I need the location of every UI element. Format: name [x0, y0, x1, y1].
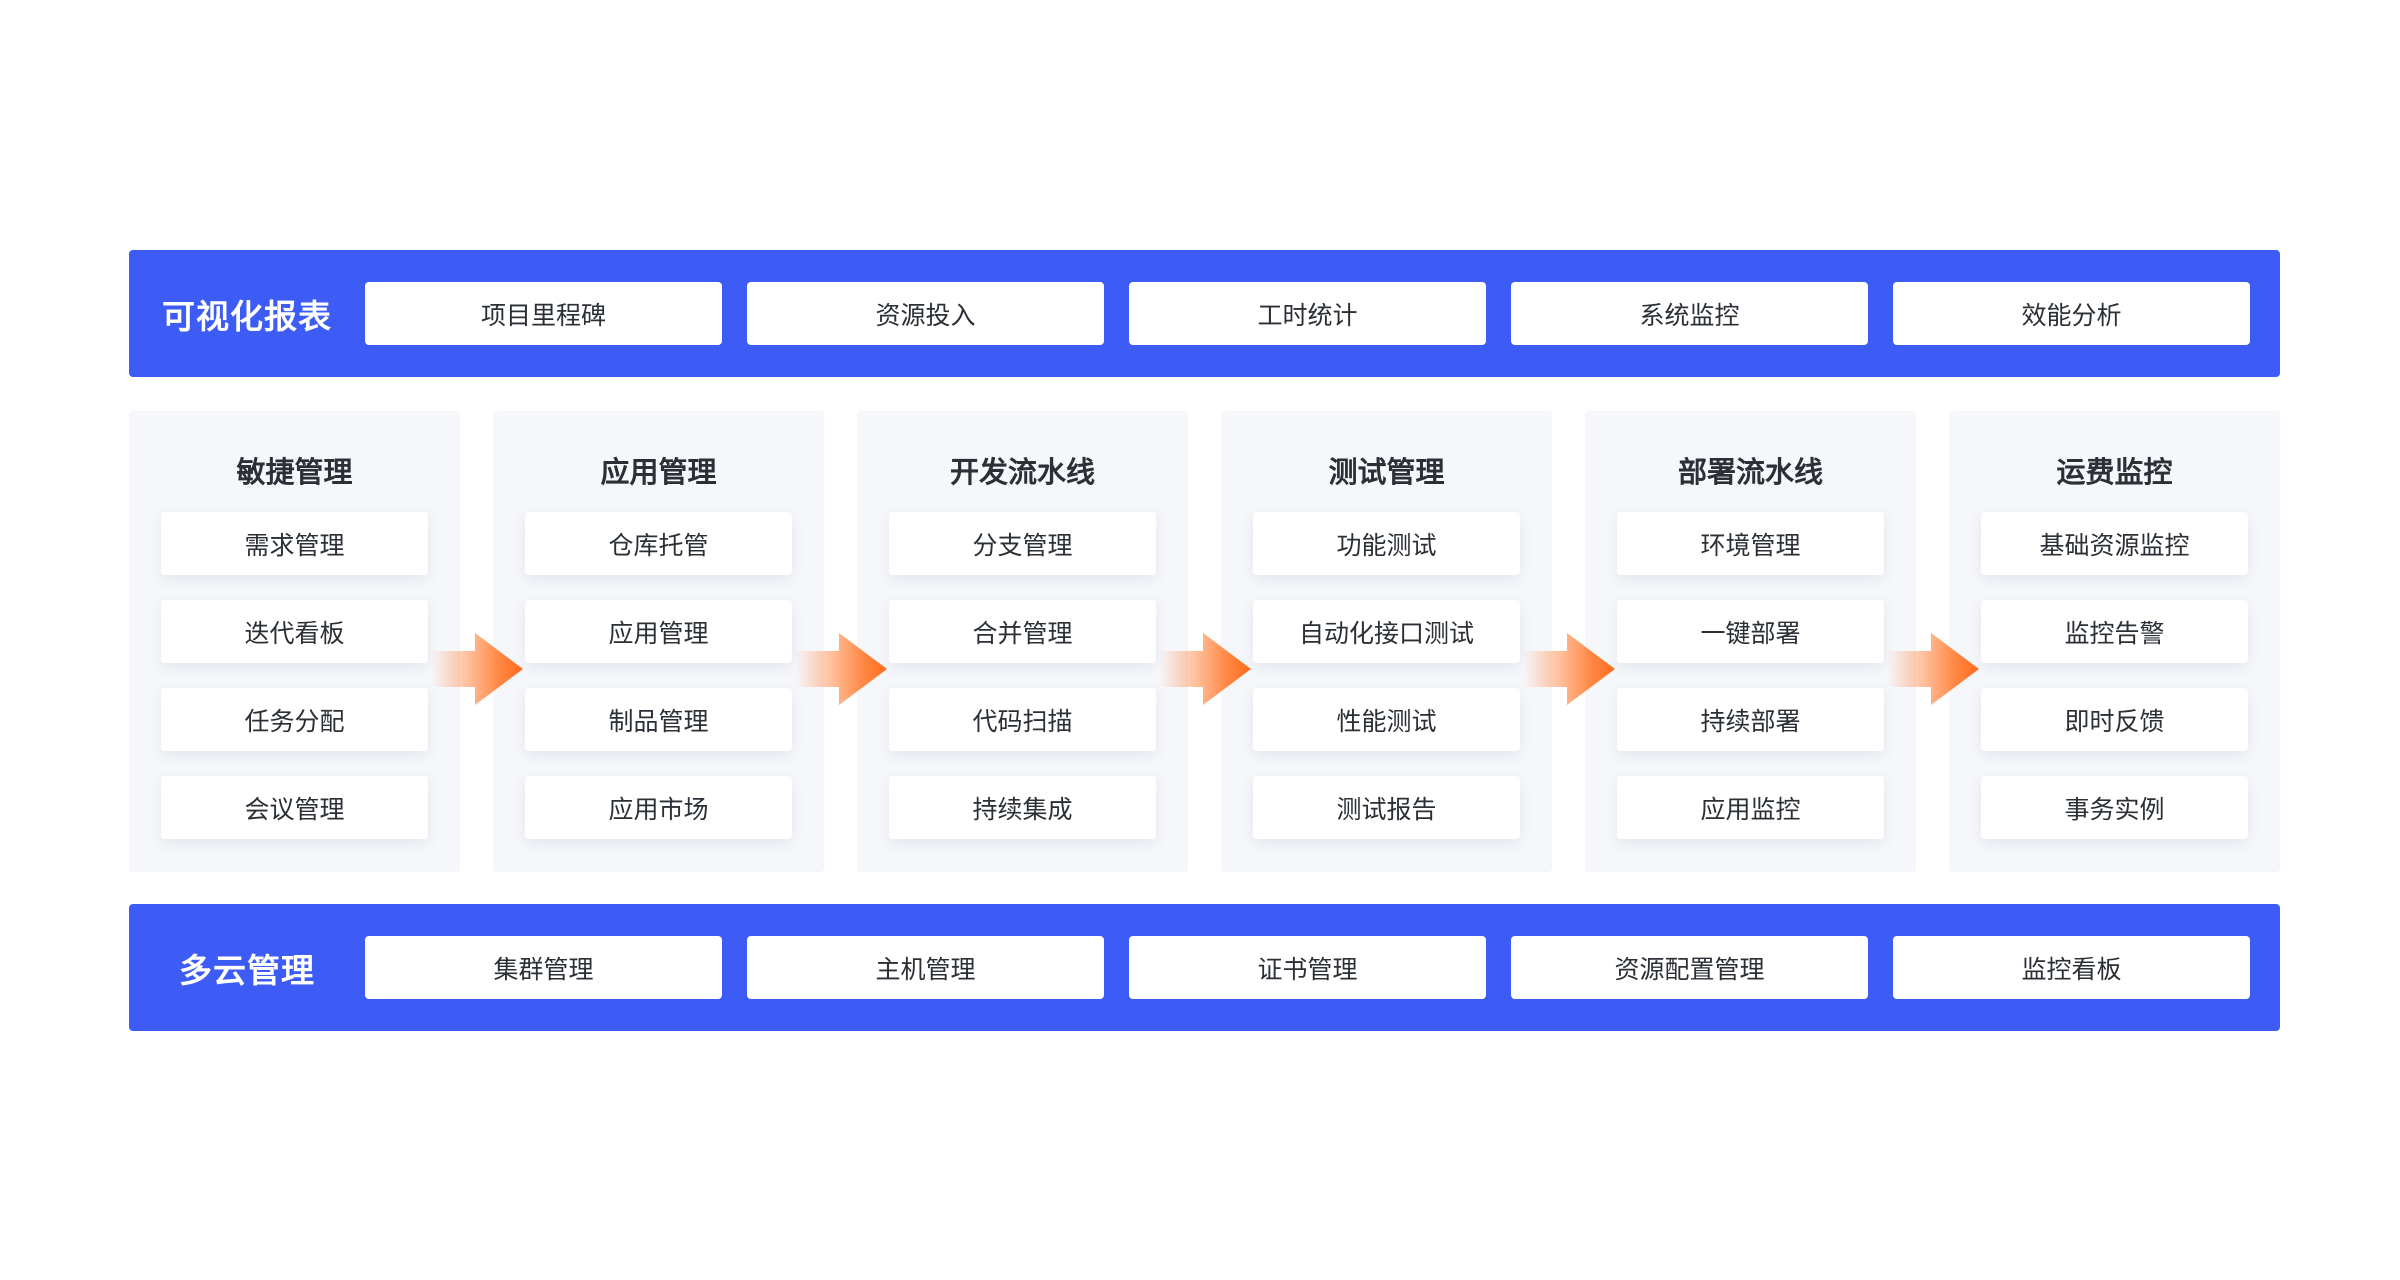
stage-item[interactable]: 应用管理 — [525, 600, 792, 663]
stage-item[interactable]: 环境管理 — [1617, 512, 1884, 575]
bottom-band-items: 集群管理 主机管理 证书管理 资源配置管理 监控看板 — [365, 936, 2250, 999]
flow-arrow-icon — [1523, 633, 1615, 705]
stage-deploy-pipeline: 部署流水线 环境管理 一键部署 持续部署 应用监控 — [1585, 411, 1916, 872]
bottom-band-item[interactable]: 资源配置管理 — [1511, 936, 1868, 999]
pipeline-stages: 敏捷管理 需求管理 迭代看板 任务分配 会议管理 应用管理 仓库托管 应用管理 … — [129, 411, 2280, 872]
stage-item[interactable]: 应用市场 — [525, 776, 792, 839]
stage-app: 应用管理 仓库托管 应用管理 制品管理 应用市场 — [493, 411, 824, 872]
stage-item[interactable]: 测试报告 — [1253, 776, 1520, 839]
stage-item[interactable]: 持续集成 — [889, 776, 1156, 839]
stage-item[interactable]: 持续部署 — [1617, 688, 1884, 751]
stage-title: 应用管理 — [600, 455, 717, 489]
top-band-item[interactable]: 工时统计 — [1129, 282, 1486, 345]
top-band-title: 可视化报表 — [162, 296, 332, 336]
stage-item[interactable]: 一键部署 — [1617, 600, 1884, 663]
stage-title: 运费监控 — [2056, 455, 2173, 489]
flow-arrow-icon — [431, 633, 523, 705]
top-band-items: 项目里程碑 资源投入 工时统计 系统监控 效能分析 — [365, 282, 2250, 345]
top-band-item[interactable]: 系统监控 — [1511, 282, 1868, 345]
bottom-band-title: 多云管理 — [179, 950, 315, 990]
bottom-band-item[interactable]: 主机管理 — [747, 936, 1104, 999]
top-band-item[interactable]: 效能分析 — [1893, 282, 2250, 345]
stage-item[interactable]: 监控告警 — [1981, 600, 2248, 663]
stage-title: 部署流水线 — [1677, 455, 1823, 489]
top-band-item[interactable]: 项目里程碑 — [365, 282, 722, 345]
stage-item[interactable]: 需求管理 — [161, 512, 428, 575]
stage-item[interactable]: 基础资源监控 — [1981, 512, 2248, 575]
stage-title: 敏捷管理 — [236, 455, 353, 489]
stage-agile: 敏捷管理 需求管理 迭代看板 任务分配 会议管理 — [129, 411, 460, 872]
stage-item[interactable]: 事务实例 — [1981, 776, 2248, 839]
stage-item[interactable]: 即时反馈 — [1981, 688, 2248, 751]
bottom-band-item[interactable]: 证书管理 — [1129, 936, 1486, 999]
stage-item[interactable]: 仓库托管 — [525, 512, 792, 575]
stage-item[interactable]: 分支管理 — [889, 512, 1156, 575]
stage-item[interactable]: 合并管理 — [889, 600, 1156, 663]
stage-item[interactable]: 迭代看板 — [161, 600, 428, 663]
bottom-band-item[interactable]: 集群管理 — [365, 936, 722, 999]
bottom-band: 多云管理 集群管理 主机管理 证书管理 资源配置管理 监控看板 — [129, 904, 2280, 1031]
stage-item[interactable]: 功能测试 — [1253, 512, 1520, 575]
flow-arrow-icon — [795, 633, 887, 705]
top-band: 可视化报表 项目里程碑 资源投入 工时统计 系统监控 效能分析 — [129, 250, 2280, 377]
stage-item[interactable]: 代码扫描 — [889, 688, 1156, 751]
flow-arrow-icon — [1887, 633, 1979, 705]
stage-monitoring: 运费监控 基础资源监控 监控告警 即时反馈 事务实例 — [1949, 411, 2280, 872]
stage-item[interactable]: 任务分配 — [161, 688, 428, 751]
stage-item[interactable]: 自动化接口测试 — [1253, 600, 1520, 663]
stage-item[interactable]: 制品管理 — [525, 688, 792, 751]
stage-dev-pipeline: 开发流水线 分支管理 合并管理 代码扫描 持续集成 — [857, 411, 1188, 872]
flow-arrow-icon — [1159, 633, 1251, 705]
stage-item[interactable]: 应用监控 — [1617, 776, 1884, 839]
stage-title: 开发流水线 — [949, 455, 1095, 489]
bottom-band-item[interactable]: 监控看板 — [1893, 936, 2250, 999]
stage-item[interactable]: 性能测试 — [1253, 688, 1520, 751]
stage-title: 测试管理 — [1328, 455, 1445, 489]
stage-item[interactable]: 会议管理 — [161, 776, 428, 839]
top-band-item[interactable]: 资源投入 — [747, 282, 1104, 345]
stage-test: 测试管理 功能测试 自动化接口测试 性能测试 测试报告 — [1221, 411, 1552, 872]
